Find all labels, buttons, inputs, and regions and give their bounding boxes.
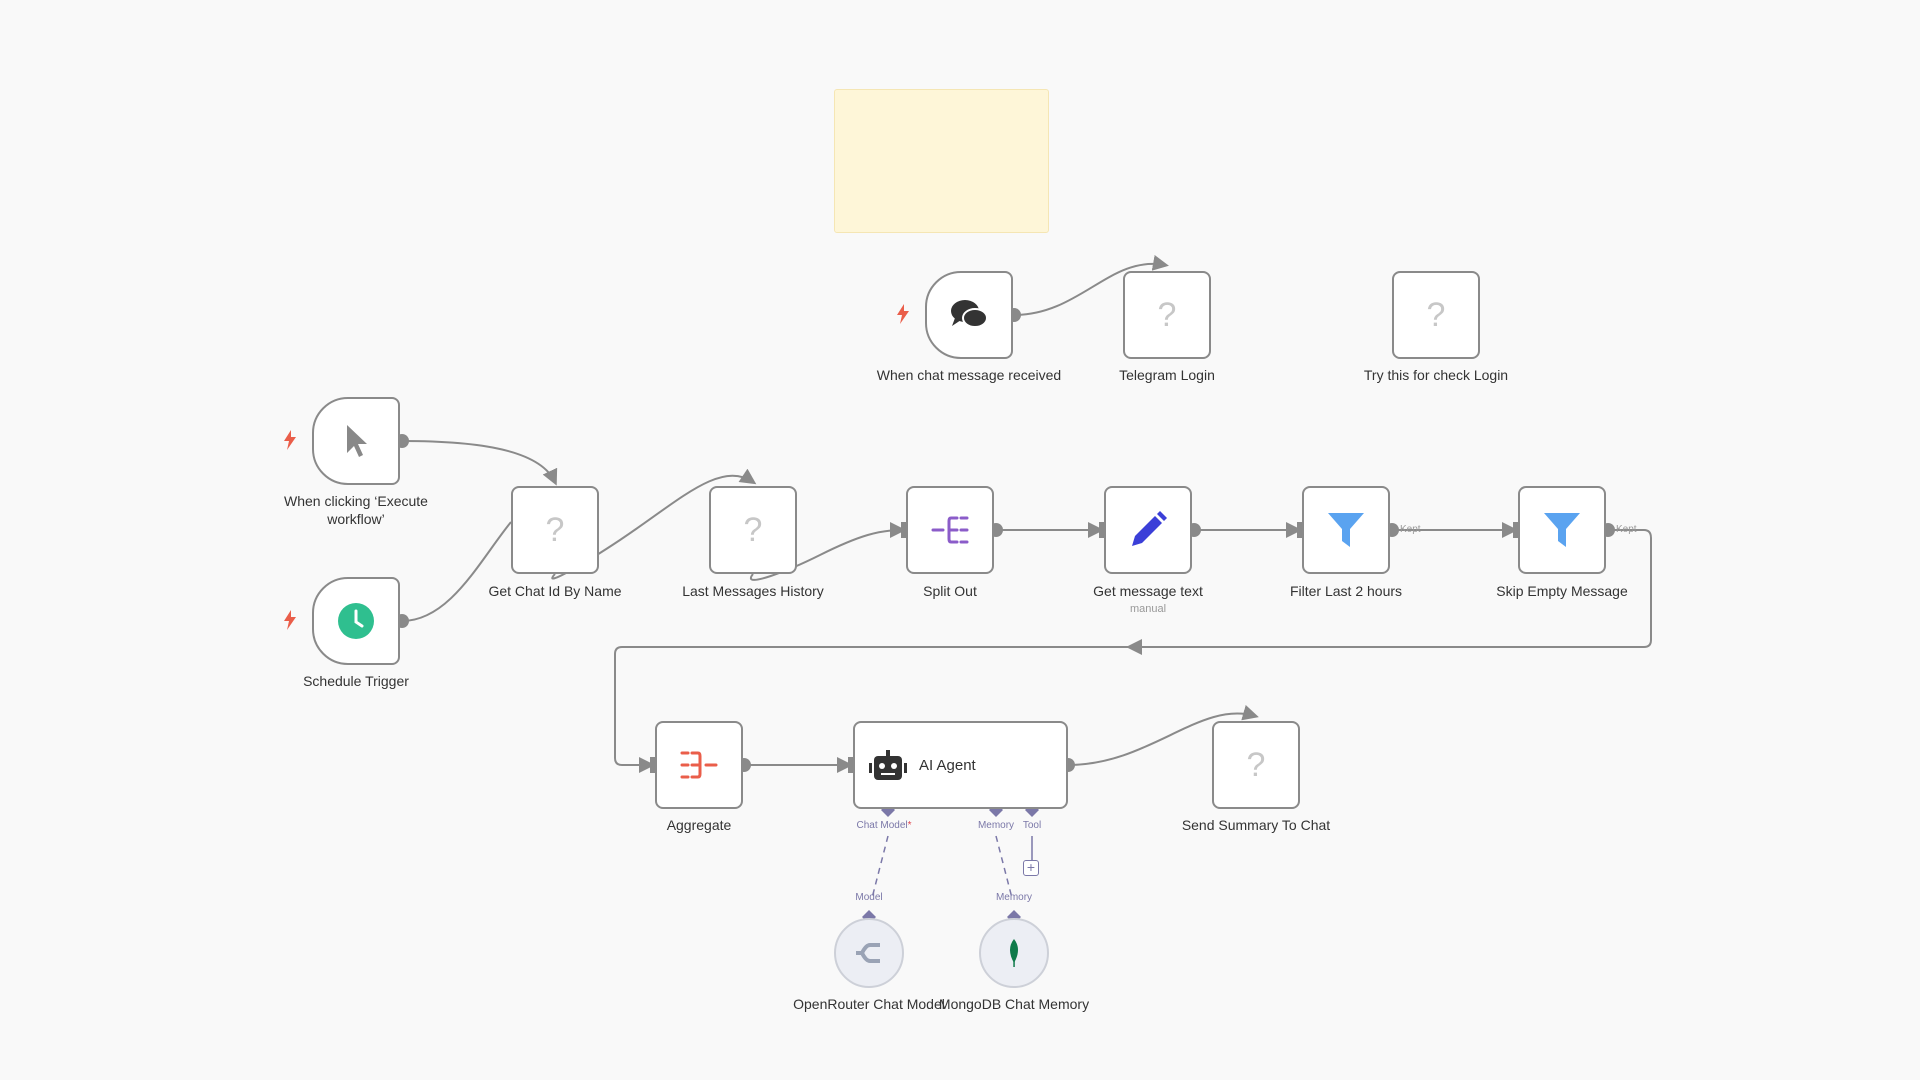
unknown-node-icon: ?	[1426, 295, 1446, 334]
node-label: Try this for check Login	[1363, 367, 1509, 383]
wire-manual-getchat	[401, 440, 558, 486]
node-label: Get Chat Id By Name	[488, 583, 622, 599]
filter-icon	[1544, 513, 1580, 547]
output-label-kept: Kept	[1400, 524, 1421, 535]
sticky-note[interactable]	[834, 89, 1049, 233]
port-label-memory: Memory	[977, 820, 1015, 831]
unknown-node-icon: ?	[1157, 295, 1177, 334]
node-label: When chat message received	[876, 367, 1062, 383]
node-schedule-trigger[interactable]	[312, 577, 400, 665]
node-label: When clicking ‘Execute workflow’	[284, 493, 428, 527]
node-label: Last Messages History	[682, 583, 824, 599]
port-label-memory-in: Memory	[995, 892, 1033, 903]
add-tool-button[interactable]: +	[1023, 860, 1039, 876]
output-label-kept: Kept	[1616, 524, 1637, 535]
cursor-icon	[347, 425, 367, 457]
node-subtitle: manual	[1129, 603, 1167, 615]
node-label: Schedule Trigger	[303, 673, 409, 689]
node-mongodb[interactable]	[979, 918, 1049, 988]
port-label-chat-model: Chat Model*	[856, 820, 912, 831]
pencil-icon	[1132, 511, 1167, 546]
node-title: AI Agent	[919, 756, 976, 774]
trigger-bolt-icon	[897, 304, 909, 324]
node-label: OpenRouter Chat Model	[793, 996, 945, 1012]
robot-icon	[869, 750, 907, 780]
wire-agent-send	[1067, 704, 1259, 766]
chat-bubbles-icon	[951, 300, 988, 328]
node-split-out[interactable]	[906, 486, 994, 574]
aggregate-icon	[680, 751, 718, 779]
node-manual-trigger[interactable]	[312, 397, 400, 485]
unknown-node-icon: ?	[545, 510, 565, 549]
unknown-node-icon: ?	[1246, 745, 1266, 784]
filter-icon	[1328, 513, 1364, 547]
node-aggregate[interactable]	[655, 721, 743, 809]
wire-schedule-getchat	[401, 521, 512, 622]
node-label: Get message text	[1093, 583, 1203, 599]
wire-chat-telegram	[1013, 254, 1169, 316]
node-filter-last-2-hours[interactable]	[1302, 486, 1390, 574]
clock-icon	[338, 603, 374, 639]
wire-last-split	[749, 522, 906, 581]
node-skip-empty-message[interactable]	[1518, 486, 1606, 574]
port-label-tool: Tool	[1022, 820, 1042, 831]
trigger-bolt-icon	[284, 610, 296, 630]
unknown-node-icon: ?	[743, 510, 763, 549]
wire-memory-dashed	[995, 835, 1013, 899]
node-label: Send Summary To Chat	[1181, 817, 1331, 833]
wire-getchat-last	[551, 468, 757, 580]
node-telegram-login[interactable]: ?	[1123, 271, 1211, 359]
port-label-model: Model	[855, 892, 883, 903]
node-try-check-login[interactable]: ?	[1392, 271, 1480, 359]
node-label: Telegram Login	[1119, 367, 1215, 383]
node-get-message-text[interactable]	[1104, 486, 1192, 574]
node-last-messages[interactable]: ?	[709, 486, 797, 574]
node-chat-trigger[interactable]	[925, 271, 1013, 359]
node-label: Split Out	[923, 583, 977, 599]
node-ai-agent[interactable]: AI Agent	[853, 721, 1068, 809]
node-label: MongoDB Chat Memory	[938, 996, 1090, 1012]
trigger-bolt-icon	[284, 430, 296, 450]
openrouter-icon	[856, 943, 880, 963]
node-label: Aggregate	[666, 817, 732, 833]
node-get-chat-id[interactable]: ?	[511, 486, 599, 574]
mongodb-leaf-icon	[1010, 939, 1018, 967]
node-label: Skip Empty Message	[1496, 583, 1628, 599]
node-label: Filter Last 2 hours	[1289, 583, 1403, 599]
node-openrouter[interactable]	[834, 918, 904, 988]
node-send-summary[interactable]: ?	[1212, 721, 1300, 809]
split-icon	[931, 516, 969, 544]
wire-model-dashed	[871, 835, 889, 899]
